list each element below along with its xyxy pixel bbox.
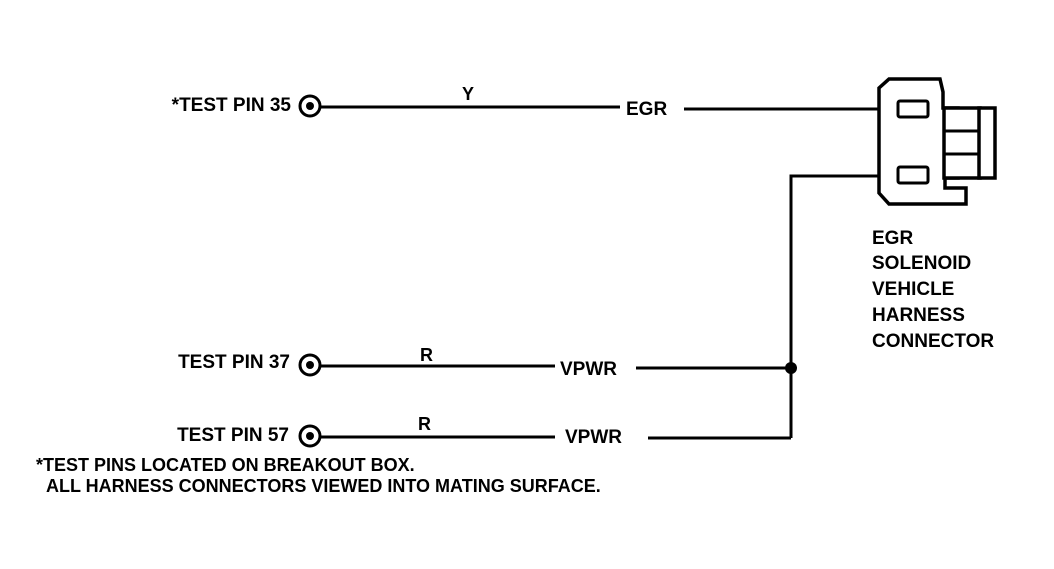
connector-caption: EGR SOLENOID VEHICLE HARNESS CONNECTOR: [872, 228, 994, 352]
test-pin-37-circuit: TEST PIN 37 R VPWR: [178, 345, 791, 380]
footnotes: *TEST PINS LOCATED ON BREAKOUT BOX. ALL …: [36, 455, 601, 496]
connector-caption-line-5: CONNECTOR: [872, 331, 994, 352]
test-pin-57-terminal-icon: [298, 424, 322, 448]
wire-color-r-37: R: [420, 345, 433, 365]
test-pin-37-terminal-icon: [298, 353, 322, 377]
connector-cavity-top: [896, 99, 930, 119]
test-pin-35-label: *TEST PIN 35: [172, 95, 292, 116]
test-pin-57-label: TEST PIN 57: [177, 425, 289, 446]
signal-label-egr: EGR: [626, 99, 667, 120]
egr-solenoid-connector-icon: [877, 77, 997, 206]
test-pin-35-terminal-icon: [298, 94, 322, 118]
connector-caption-line-4: HARNESS: [872, 305, 965, 326]
footnote-2: ALL HARNESS CONNECTORS VIEWED INTO MATIN…: [46, 476, 601, 496]
wire-color-y: Y: [462, 84, 474, 104]
vpwr-bus-wire: [789, 174, 895, 438]
footnote-1: *TEST PINS LOCATED ON BREAKOUT BOX.: [36, 455, 415, 475]
test-pin-35-circuit: *TEST PIN 35 Y EGR: [172, 84, 895, 120]
test-pin-57-circuit: TEST PIN 57 R VPWR: [177, 414, 791, 448]
connector-cavity-bottom: [896, 165, 930, 185]
splice-dot-icon: [785, 362, 797, 374]
connector-caption-line-1: EGR: [872, 228, 913, 249]
signal-label-vpwr-37: VPWR: [560, 359, 617, 380]
wire-color-r-57: R: [418, 414, 431, 434]
connector-caption-line-2: SOLENOID: [872, 253, 971, 274]
test-pin-37-label: TEST PIN 37: [178, 352, 290, 373]
connector-caption-line-3: VEHICLE: [872, 279, 954, 300]
signal-label-vpwr-57: VPWR: [565, 427, 622, 448]
